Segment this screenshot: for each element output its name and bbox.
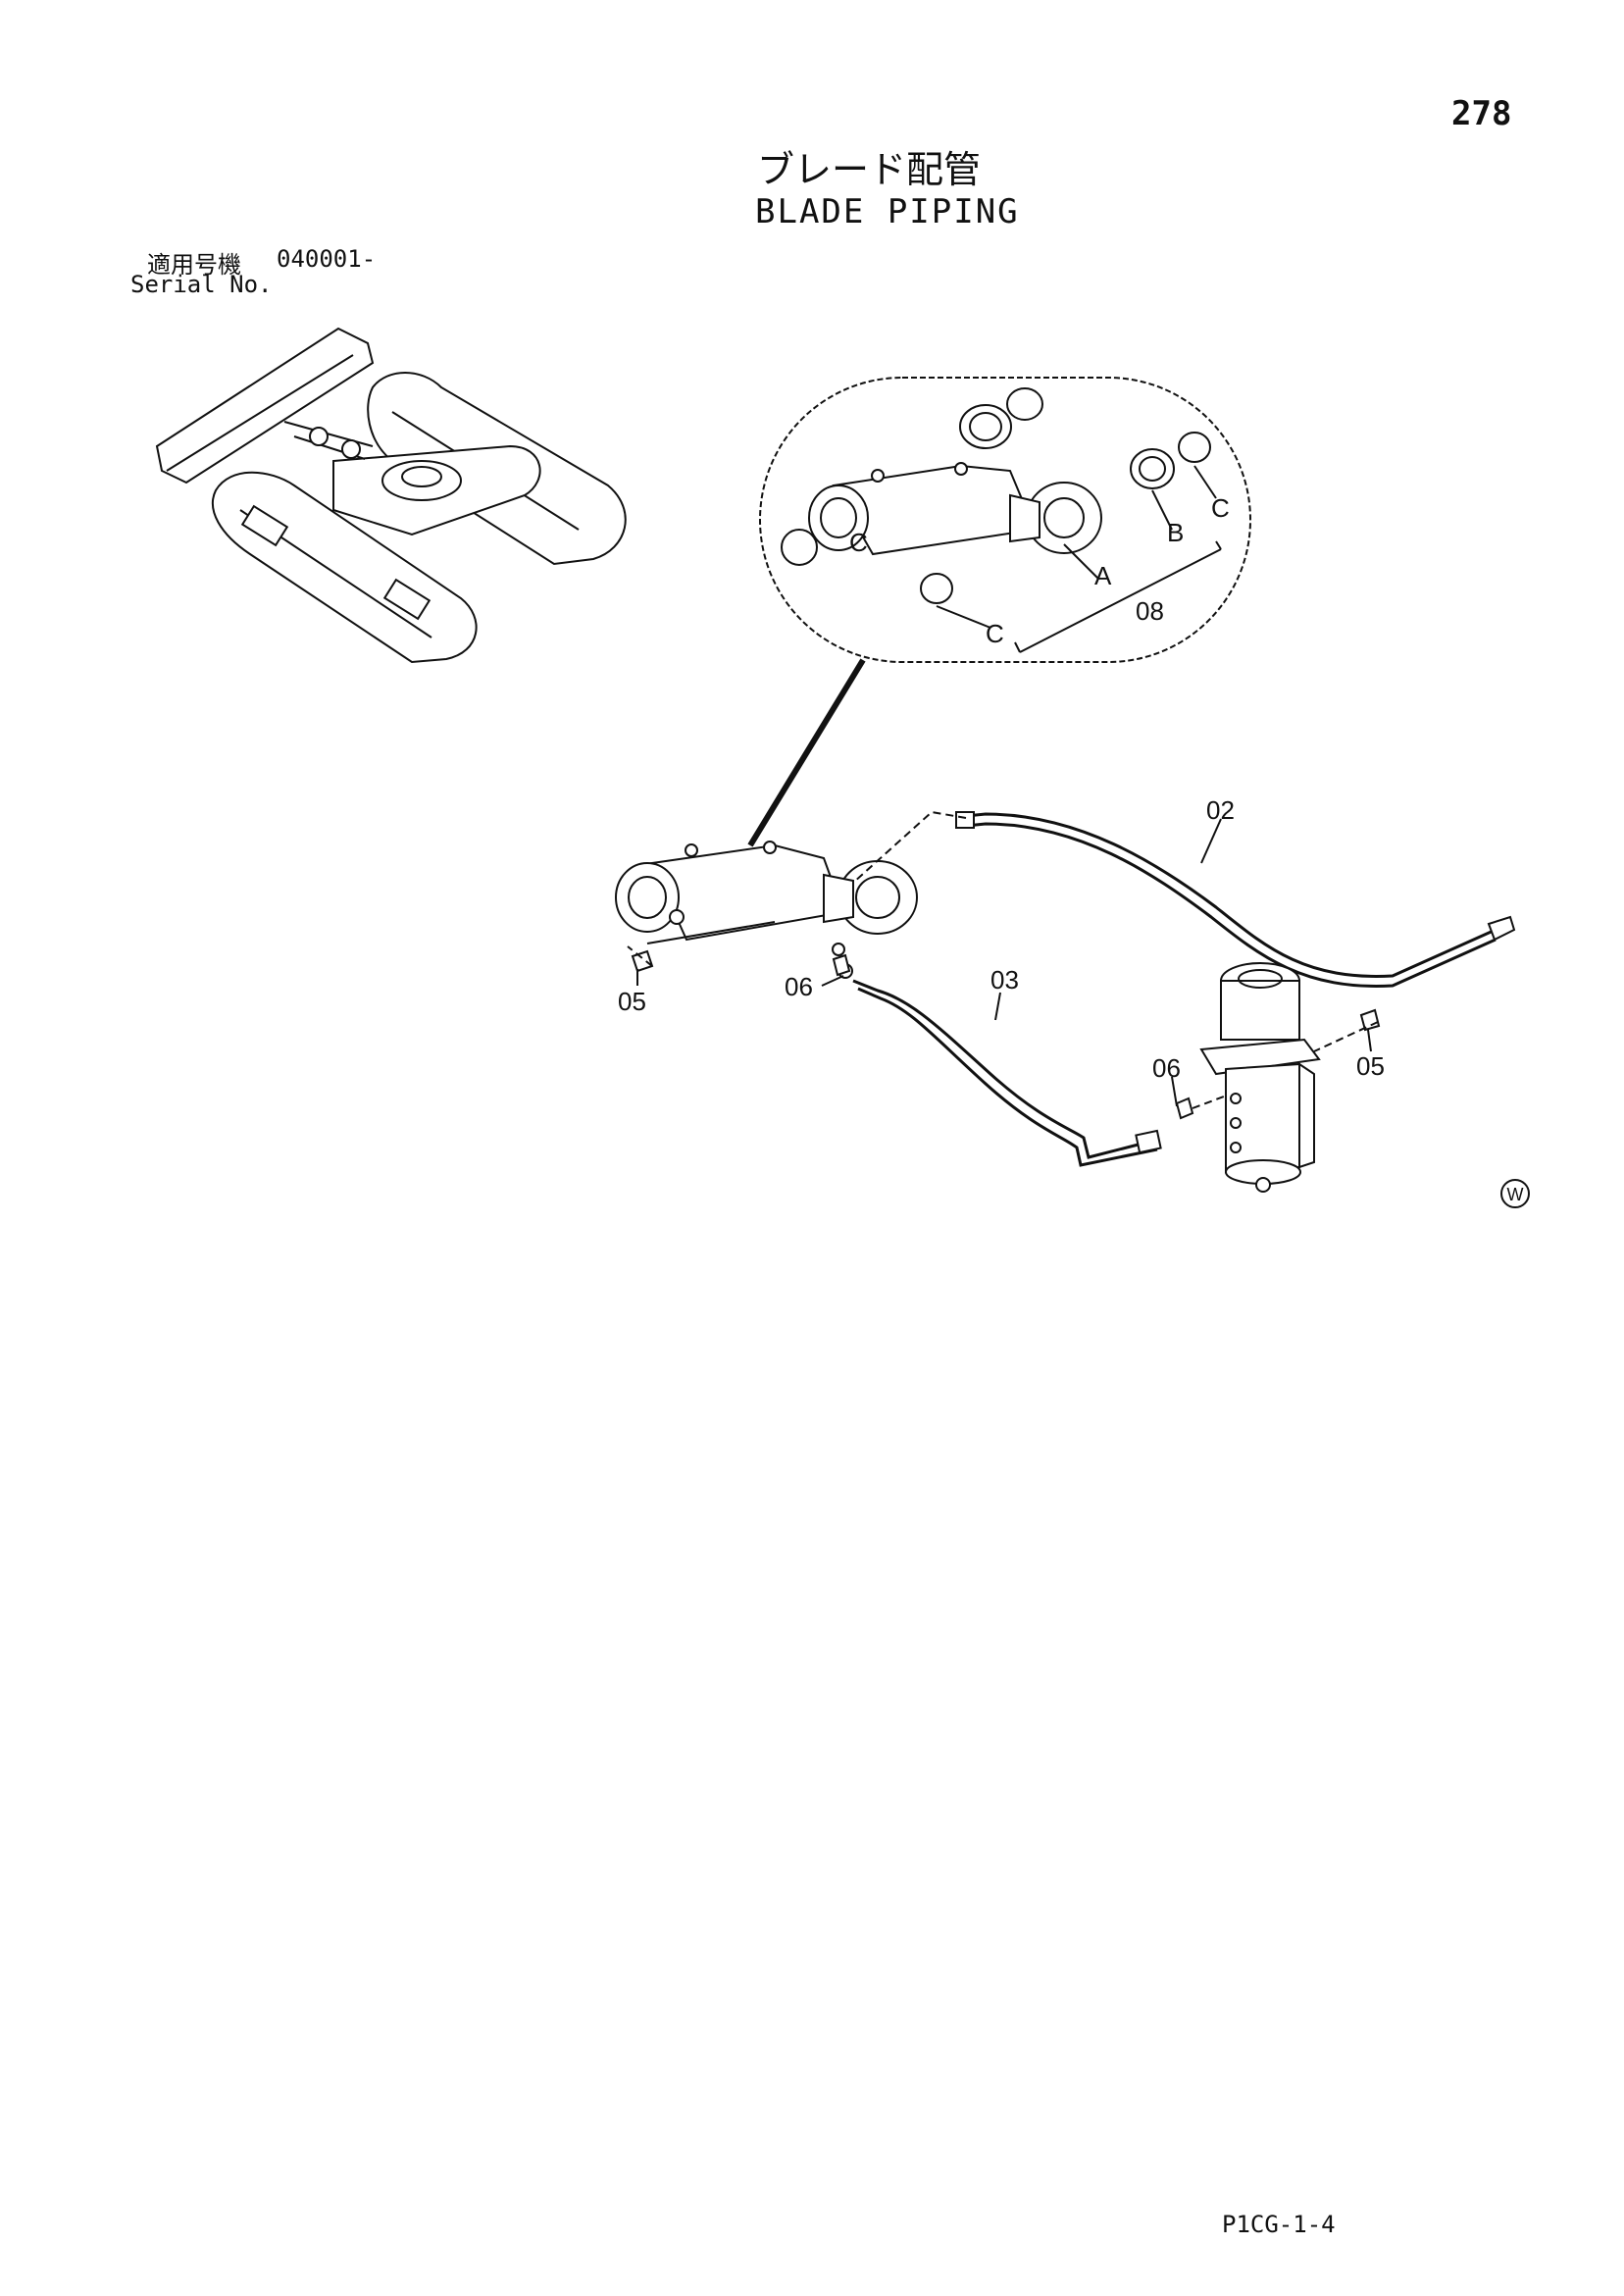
center-joint-icon — [1199, 962, 1321, 1193]
hose-03 — [852, 979, 1162, 1167]
blade-cylinder-icon — [615, 841, 918, 979]
callout-05-right: 05 — [1356, 1051, 1385, 1081]
callout-03: 03 — [990, 965, 1019, 995]
hose-02 — [852, 810, 1516, 988]
page-title-japanese: ブレード配管 — [757, 148, 982, 191]
page-title: BLADE PIPING — [755, 192, 1020, 231]
excavator-undercarriage-icon — [155, 327, 627, 664]
callout-08: 08 — [1136, 596, 1164, 626]
callout-02: 02 — [1206, 795, 1235, 825]
callout-06-left: 06 — [785, 972, 813, 1001]
fittings — [627, 945, 1381, 1120]
serial-label: Serial No. — [130, 271, 273, 298]
callout-05-left: 05 — [618, 987, 646, 1016]
callout-a: A — [1094, 561, 1112, 590]
circle-mark: W — [1500, 1179, 1530, 1208]
callout-b: B — [1167, 518, 1184, 547]
callout-c-bottom: C — [986, 619, 1004, 648]
callout-c-left: C — [849, 528, 868, 557]
callout-c-top: C — [1211, 493, 1230, 523]
circle-mark-text: W — [1507, 1185, 1524, 1204]
page-number: 278 — [1451, 94, 1512, 133]
footer-code: P1CG-1-4 — [1222, 2211, 1336, 2238]
seal-kit-detail-bubble: A B C C C 08 — [759, 377, 1251, 663]
serial-label-japanese: 適用号機 — [147, 251, 241, 279]
serial-value: 040001- — [277, 245, 377, 273]
callout-06-right: 06 — [1152, 1053, 1181, 1083]
